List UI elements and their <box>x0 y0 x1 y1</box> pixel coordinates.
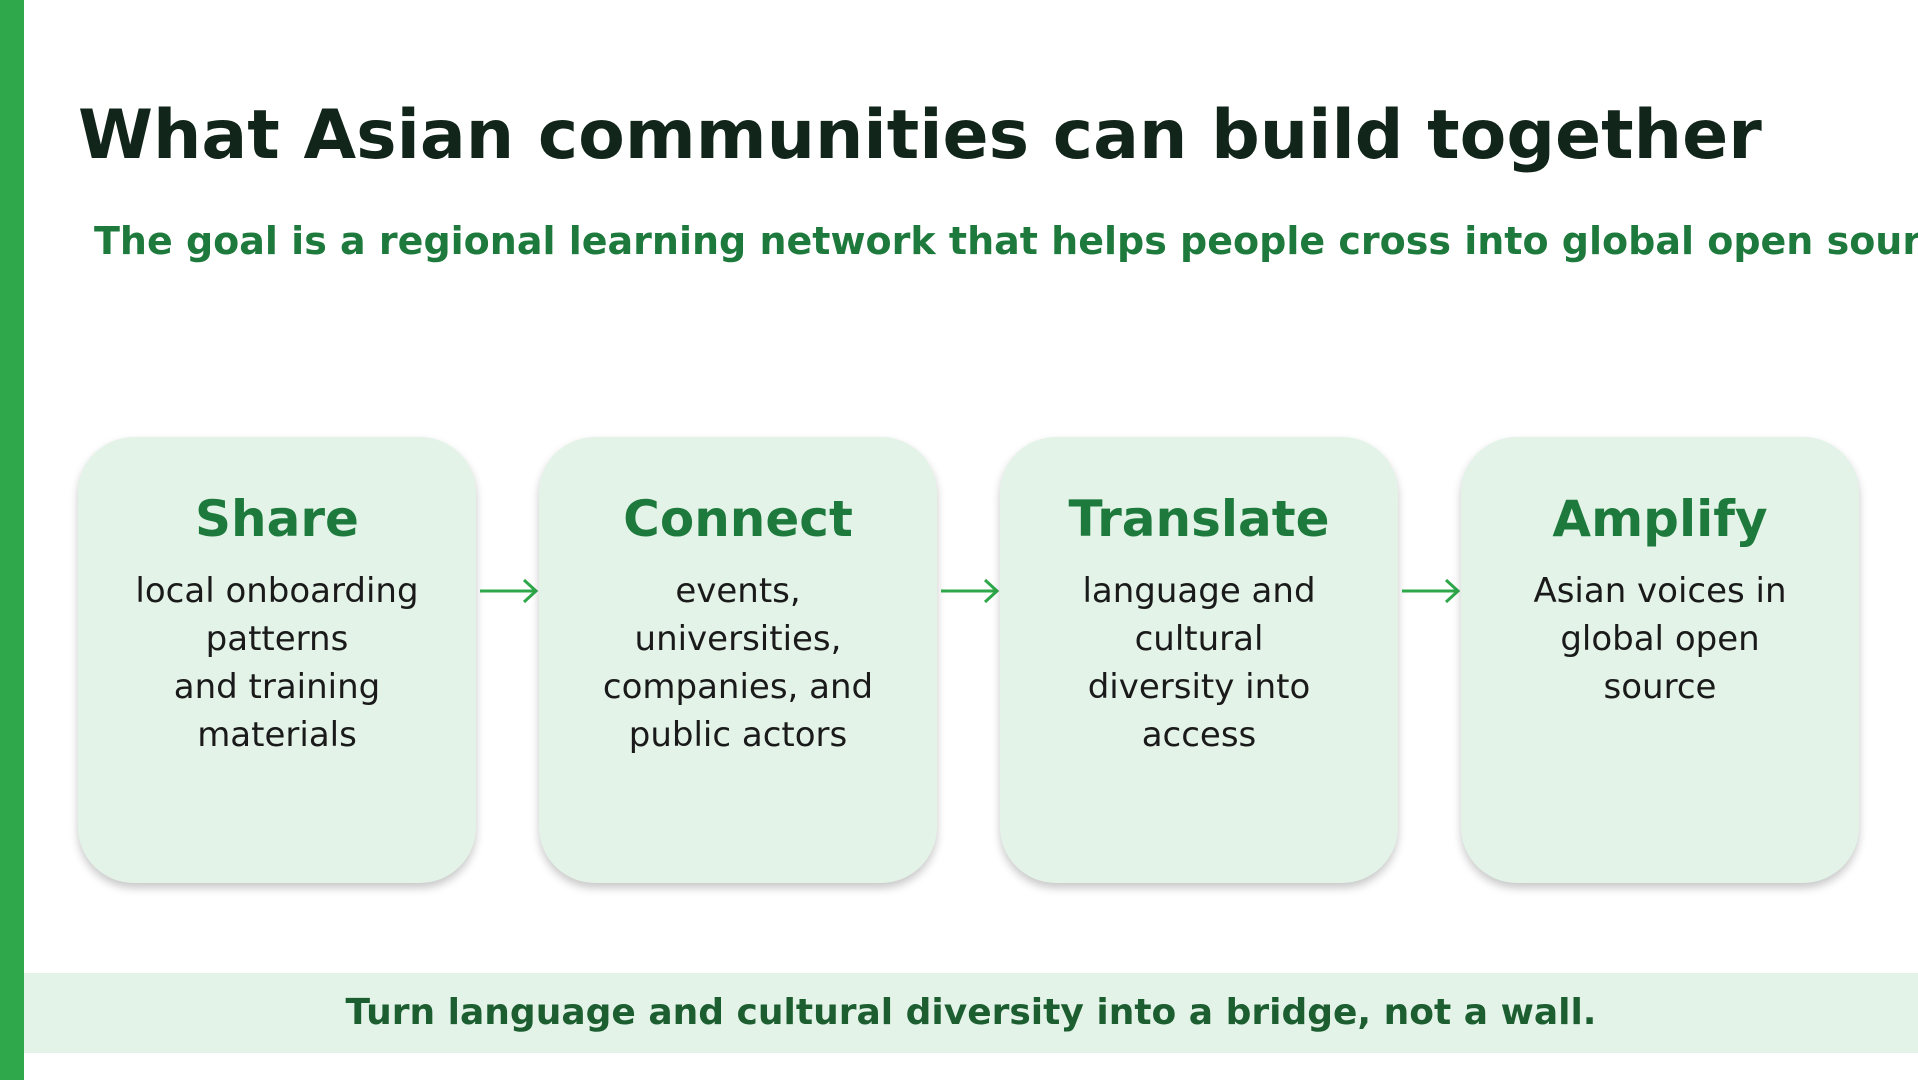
arrow-right-icon <box>480 578 539 604</box>
slide-subtitle: The goal is a regional learning network … <box>94 219 1918 263</box>
step-title: Share <box>195 490 359 548</box>
step-description: events, universities, companies, and pub… <box>602 571 874 755</box>
footer-banner: Turn language and cultural diversity int… <box>24 973 1918 1053</box>
step-description: language and cultural diversity into acc… <box>1082 571 1316 755</box>
step-card-share: Share local onboarding patterns and trai… <box>78 437 476 883</box>
step-description: Asian voices in global open source <box>1533 571 1787 707</box>
footer-tagline: Turn language and cultural diversity int… <box>345 992 1597 1033</box>
step-card-connect: Connect events, universities, companies,… <box>539 437 937 883</box>
arrow-right-icon <box>941 578 1000 604</box>
step-card-translate: Translate language and cultural diversit… <box>1000 437 1398 883</box>
step-title: Amplify <box>1552 490 1768 548</box>
step-title: Connect <box>623 490 853 548</box>
slide-title: What Asian communities can build togethe… <box>78 96 1762 175</box>
accent-bar <box>0 0 24 1080</box>
step-title: Translate <box>1068 490 1330 548</box>
step-description: local onboarding patterns and training m… <box>135 571 419 755</box>
arrow-right-icon <box>1402 578 1461 604</box>
step-card-amplify: Amplify Asian voices in global open sour… <box>1461 437 1859 883</box>
